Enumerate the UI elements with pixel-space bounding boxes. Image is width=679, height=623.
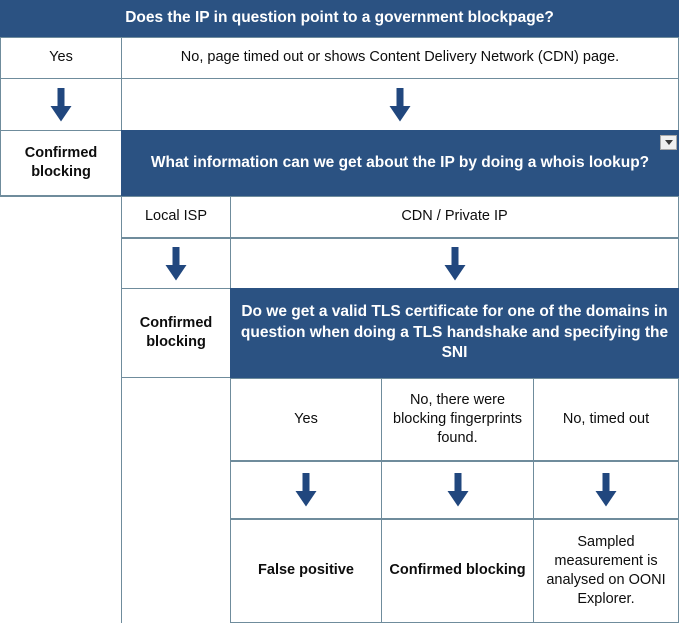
answer-no-cdn-label: No, page timed out or shows Content Deli… <box>180 49 620 66</box>
arrow-cell-local-isp <box>121 238 231 289</box>
answer-local-isp-cell: Local ISP <box>121 196 231 238</box>
down-arrow-icon <box>447 473 468 507</box>
filter-dropdown-button[interactable] <box>660 135 677 150</box>
answer-tls-yes-cell: Yes <box>230 378 382 461</box>
answer-cdn-private-ip-label: CDN / Private IP <box>401 208 508 225</box>
down-arrow-icon <box>444 246 465 280</box>
answer-tls-timeout-label: No, timed out <box>562 410 650 427</box>
question-2-text: What information can we get about the IP… <box>150 153 650 171</box>
arrow-cell-no-branch <box>121 78 679 131</box>
outcome-confirmed-blocking-1: Confirmed blocking <box>0 130 122 196</box>
answer-cdn-private-ip-cell: CDN / Private IP <box>230 196 679 238</box>
down-arrow-icon <box>595 473 617 507</box>
question-3-header: Do we get a valid TLS certificate for on… <box>230 288 679 378</box>
outcome-false-positive: False positive <box>230 519 382 623</box>
outcome-confirmed-blocking-3: Confirmed blocking <box>381 519 534 623</box>
arrow-cell-yes-branch <box>0 78 122 131</box>
left-column-divider <box>121 196 122 623</box>
question-1-header: Does the IP in question point to a gover… <box>0 0 679 37</box>
chevron-down-icon <box>664 140 673 145</box>
outcome-confirmed-blocking-2: Confirmed blocking <box>121 288 231 378</box>
question-2-header: What information can we get about the IP… <box>121 130 679 196</box>
outcome-confirmed-blocking-1-label: Confirmed blocking <box>24 144 98 180</box>
arrow-cell-tls-fingerprints <box>381 461 534 519</box>
arrow-cell-cdn-private-ip <box>230 238 679 289</box>
down-arrow-icon <box>165 246 187 280</box>
outcome-false-positive-label: False positive <box>258 562 354 579</box>
outcome-sampled-measurement-label: Sampled measurement is analysed on OONI … <box>546 533 666 608</box>
outcome-confirmed-blocking-2-label: Confirmed blocking <box>139 314 213 350</box>
outcome-confirmed-blocking-3-label: Confirmed blocking <box>389 562 526 579</box>
down-arrow-icon <box>389 87 411 121</box>
answer-tls-timeout-cell: No, timed out <box>533 378 679 461</box>
arrow-cell-tls-yes <box>230 461 382 519</box>
down-arrow-icon <box>50 87 72 121</box>
down-arrow-icon <box>295 473 317 507</box>
question-1-text: Does the IP in question point to a gover… <box>125 9 554 27</box>
answer-tls-fingerprints-label: No, there were blocking fingerprints fou… <box>393 391 522 447</box>
answer-no-cdn-cell: No, page timed out or shows Content Deli… <box>121 37 679 79</box>
left-column-top-edge <box>0 196 122 197</box>
answer-local-isp-label: Local ISP <box>144 208 208 225</box>
answer-tls-fingerprints-cell: No, there were blocking fingerprints fou… <box>381 378 534 461</box>
answer-yes-cell: Yes <box>0 37 122 79</box>
answer-yes-label: Yes <box>49 49 73 66</box>
answer-tls-yes-label: Yes <box>294 410 318 427</box>
arrow-cell-tls-timeout <box>533 461 679 519</box>
outcome-sampled-measurement: Sampled measurement is analysed on OONI … <box>533 519 679 623</box>
question-3-text: Do we get a valid TLS certificate for on… <box>240 303 669 362</box>
